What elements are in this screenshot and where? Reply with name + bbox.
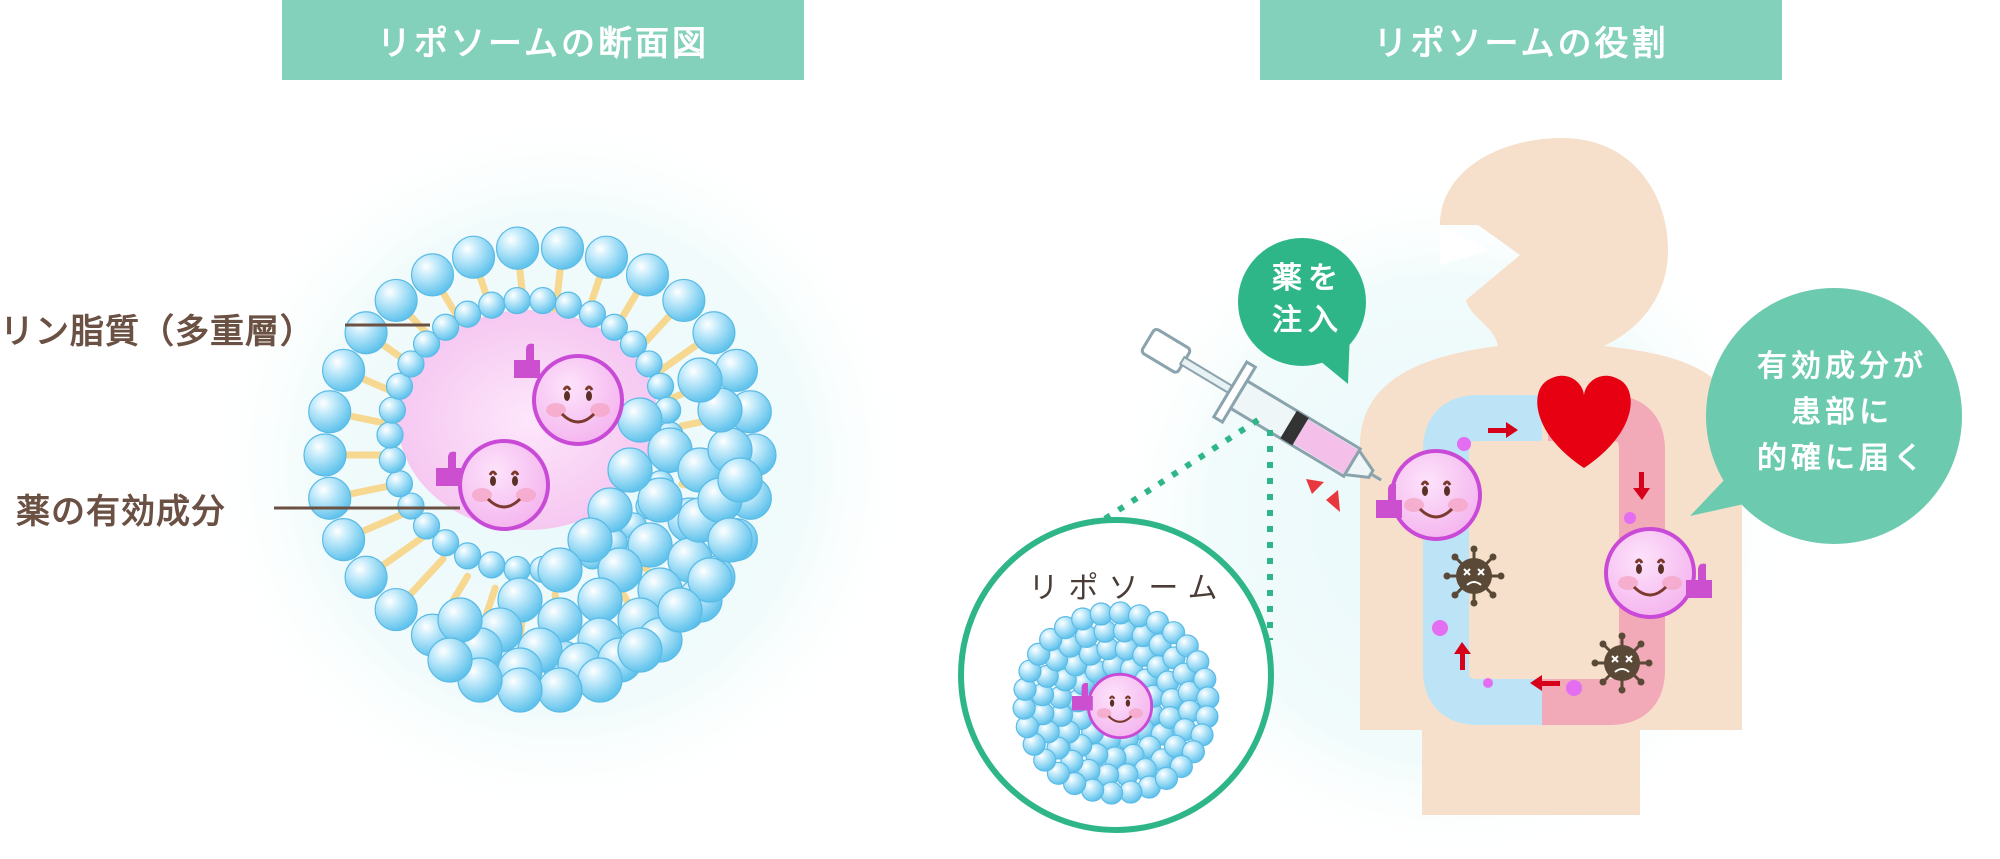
heart-icon (1537, 375, 1631, 468)
cross-section-title-banner: リポソームの断面図 (282, 0, 804, 80)
phospholipid-head (635, 350, 663, 378)
phospholipid-head (344, 555, 388, 599)
phospholipid-head (303, 433, 347, 477)
role-title-banner: リポソームの役割 (1260, 0, 1782, 80)
arrow-icon (1530, 675, 1560, 691)
phospholipid-head (554, 291, 582, 319)
flow-arrows (1454, 422, 1650, 691)
phospholipid-head (308, 476, 352, 520)
phospholipid-head (637, 477, 683, 523)
phospholipid-head (308, 390, 352, 434)
virus-icon (1442, 544, 1506, 608)
phospholipid-head (607, 447, 653, 493)
inject-bubble-text: 薬を 注入 (1248, 258, 1368, 342)
phospholipid-head (677, 357, 723, 403)
inject-speech-bubble (1238, 238, 1366, 384)
phospholipid-head (584, 235, 629, 279)
phospholipid-head (453, 300, 482, 328)
phospholipid-head (707, 517, 753, 563)
phospholipid-head (437, 597, 483, 643)
injection-marks (1306, 479, 1340, 512)
arrow-icon (1488, 422, 1518, 438)
phospholipid-head (540, 226, 585, 270)
phospholipid-head (453, 542, 482, 570)
inset-lipid-ball (1099, 781, 1124, 805)
reach-line-3: 的確に届く (1757, 441, 1927, 476)
reach-line-1: 有効成分が (1757, 349, 1927, 384)
phospholipid-head (497, 667, 543, 713)
arrow-icon (1633, 472, 1650, 500)
phospholipid-head (600, 313, 628, 341)
inject-line-2: 注入 (1272, 303, 1344, 338)
phospholipid-head (432, 313, 460, 341)
inset-guide-lines (1098, 417, 1273, 640)
syringe-icon (1140, 327, 1382, 482)
phospholipid-head (619, 330, 648, 358)
drug-ingredient-label: 薬の有効成分 (16, 492, 226, 532)
phospholipid-heads (303, 226, 777, 713)
phospholipid-head (410, 253, 455, 297)
phospholipid-head (451, 235, 496, 279)
cross-section-title: リポソームの断面図 (377, 23, 709, 64)
reach-bubble-text: 有効成分が 患部に 的確に届く (1712, 344, 1972, 482)
virus-icon (1590, 631, 1654, 695)
phospholipid-head (503, 286, 531, 315)
inject-line-1: 薬を (1272, 261, 1344, 296)
phospholipid-head (692, 311, 736, 355)
phospholipid-head (478, 291, 506, 319)
phospholipid-head (412, 512, 441, 540)
phospholipid-head (657, 587, 703, 633)
phospholipid-head (321, 518, 366, 562)
phospholipid-head (537, 547, 583, 593)
phospholipid-head (427, 637, 473, 683)
phospholipid-head (662, 278, 706, 323)
phospholipid-head (344, 311, 388, 355)
phospholipid-head (687, 557, 733, 603)
phospholipid-head (577, 577, 623, 623)
phospholipid-head (412, 330, 441, 358)
phospholipid-head (376, 421, 404, 449)
drug-particles (1432, 437, 1636, 696)
phospholipid-head (537, 667, 583, 713)
role-title: リポソームの役割 (1373, 23, 1669, 64)
inset-lipid-ball (1154, 766, 1179, 791)
phospholipid-head (378, 446, 406, 474)
phospholipid-head (432, 529, 460, 557)
phospholipid-head (567, 517, 613, 563)
phospholipid-head (646, 372, 675, 400)
phospholipid-head (397, 350, 425, 378)
phospholipid-head (478, 551, 506, 579)
reach-speech-bubble (1690, 288, 1962, 544)
phospholipid-head (374, 278, 418, 323)
phospholipid-head (385, 470, 414, 498)
phospholipid-head (321, 348, 366, 392)
phospholipid-head (578, 300, 607, 328)
phospholipid-head (529, 286, 557, 315)
phospholipid-head (717, 457, 763, 503)
phospholipid-label: リン脂質（多重層） (0, 312, 315, 352)
phospholipid-head (378, 396, 406, 424)
phospholipid-head (385, 372, 414, 400)
phospholipid-head (495, 226, 540, 270)
phospholipid-head (397, 492, 425, 520)
arrow-icon (1454, 642, 1471, 670)
phospholipid-head (617, 627, 663, 673)
phospholipid-head (374, 587, 418, 632)
phospholipid-head (627, 522, 673, 568)
phospholipid-head (577, 657, 623, 703)
phospholipid-head (625, 253, 670, 297)
reach-line-2: 患部に (1791, 395, 1893, 430)
liposome-inset-caption: リポソーム (1028, 571, 1228, 606)
